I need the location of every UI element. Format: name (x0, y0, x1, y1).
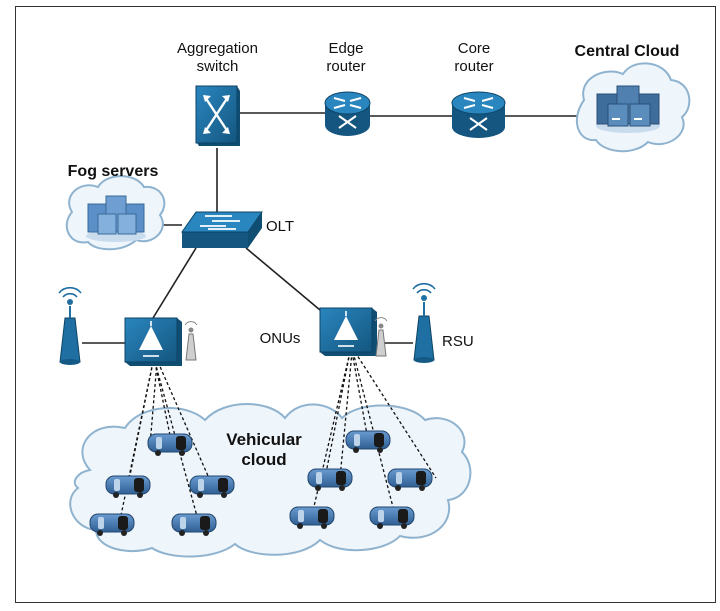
small-antenna-icon (374, 317, 388, 357)
server-rack-icon (86, 195, 146, 242)
aggregation-switch-label: Aggregation switch (170, 40, 265, 76)
fog-servers-label: Fog servers (67, 163, 159, 180)
onu-1-icon (124, 317, 182, 366)
central-cloud (575, 62, 691, 153)
olt-switch-icon (181, 211, 263, 248)
onus-label: ONUs (259, 330, 301, 347)
core-router-label: Core router (454, 40, 494, 75)
link-olt-onu2 (245, 247, 321, 311)
link-olt-onu1 (152, 247, 197, 319)
base-station-antenna-icon (58, 286, 82, 365)
edge-router-label: Edge router (326, 40, 366, 75)
onu-2-icon (319, 307, 377, 356)
fog-servers-cloud (65, 175, 166, 251)
aggregation-switch-text: Aggregation switch (177, 40, 258, 75)
server-rack-icon (596, 85, 660, 133)
small-antenna-icon (184, 321, 198, 361)
core-router-icon (451, 91, 506, 138)
olt-label: OLT (266, 218, 295, 235)
central-cloud-label: Central Cloud (574, 43, 680, 60)
frame-border (15, 6, 716, 603)
vehicular-cloud-label: Vehicular cloud (226, 430, 302, 470)
aggregation-switch-icon (195, 85, 240, 146)
rsu-antenna-icon (412, 282, 436, 363)
rsu-label: RSU (442, 333, 474, 350)
edge-router-icon (324, 91, 371, 136)
